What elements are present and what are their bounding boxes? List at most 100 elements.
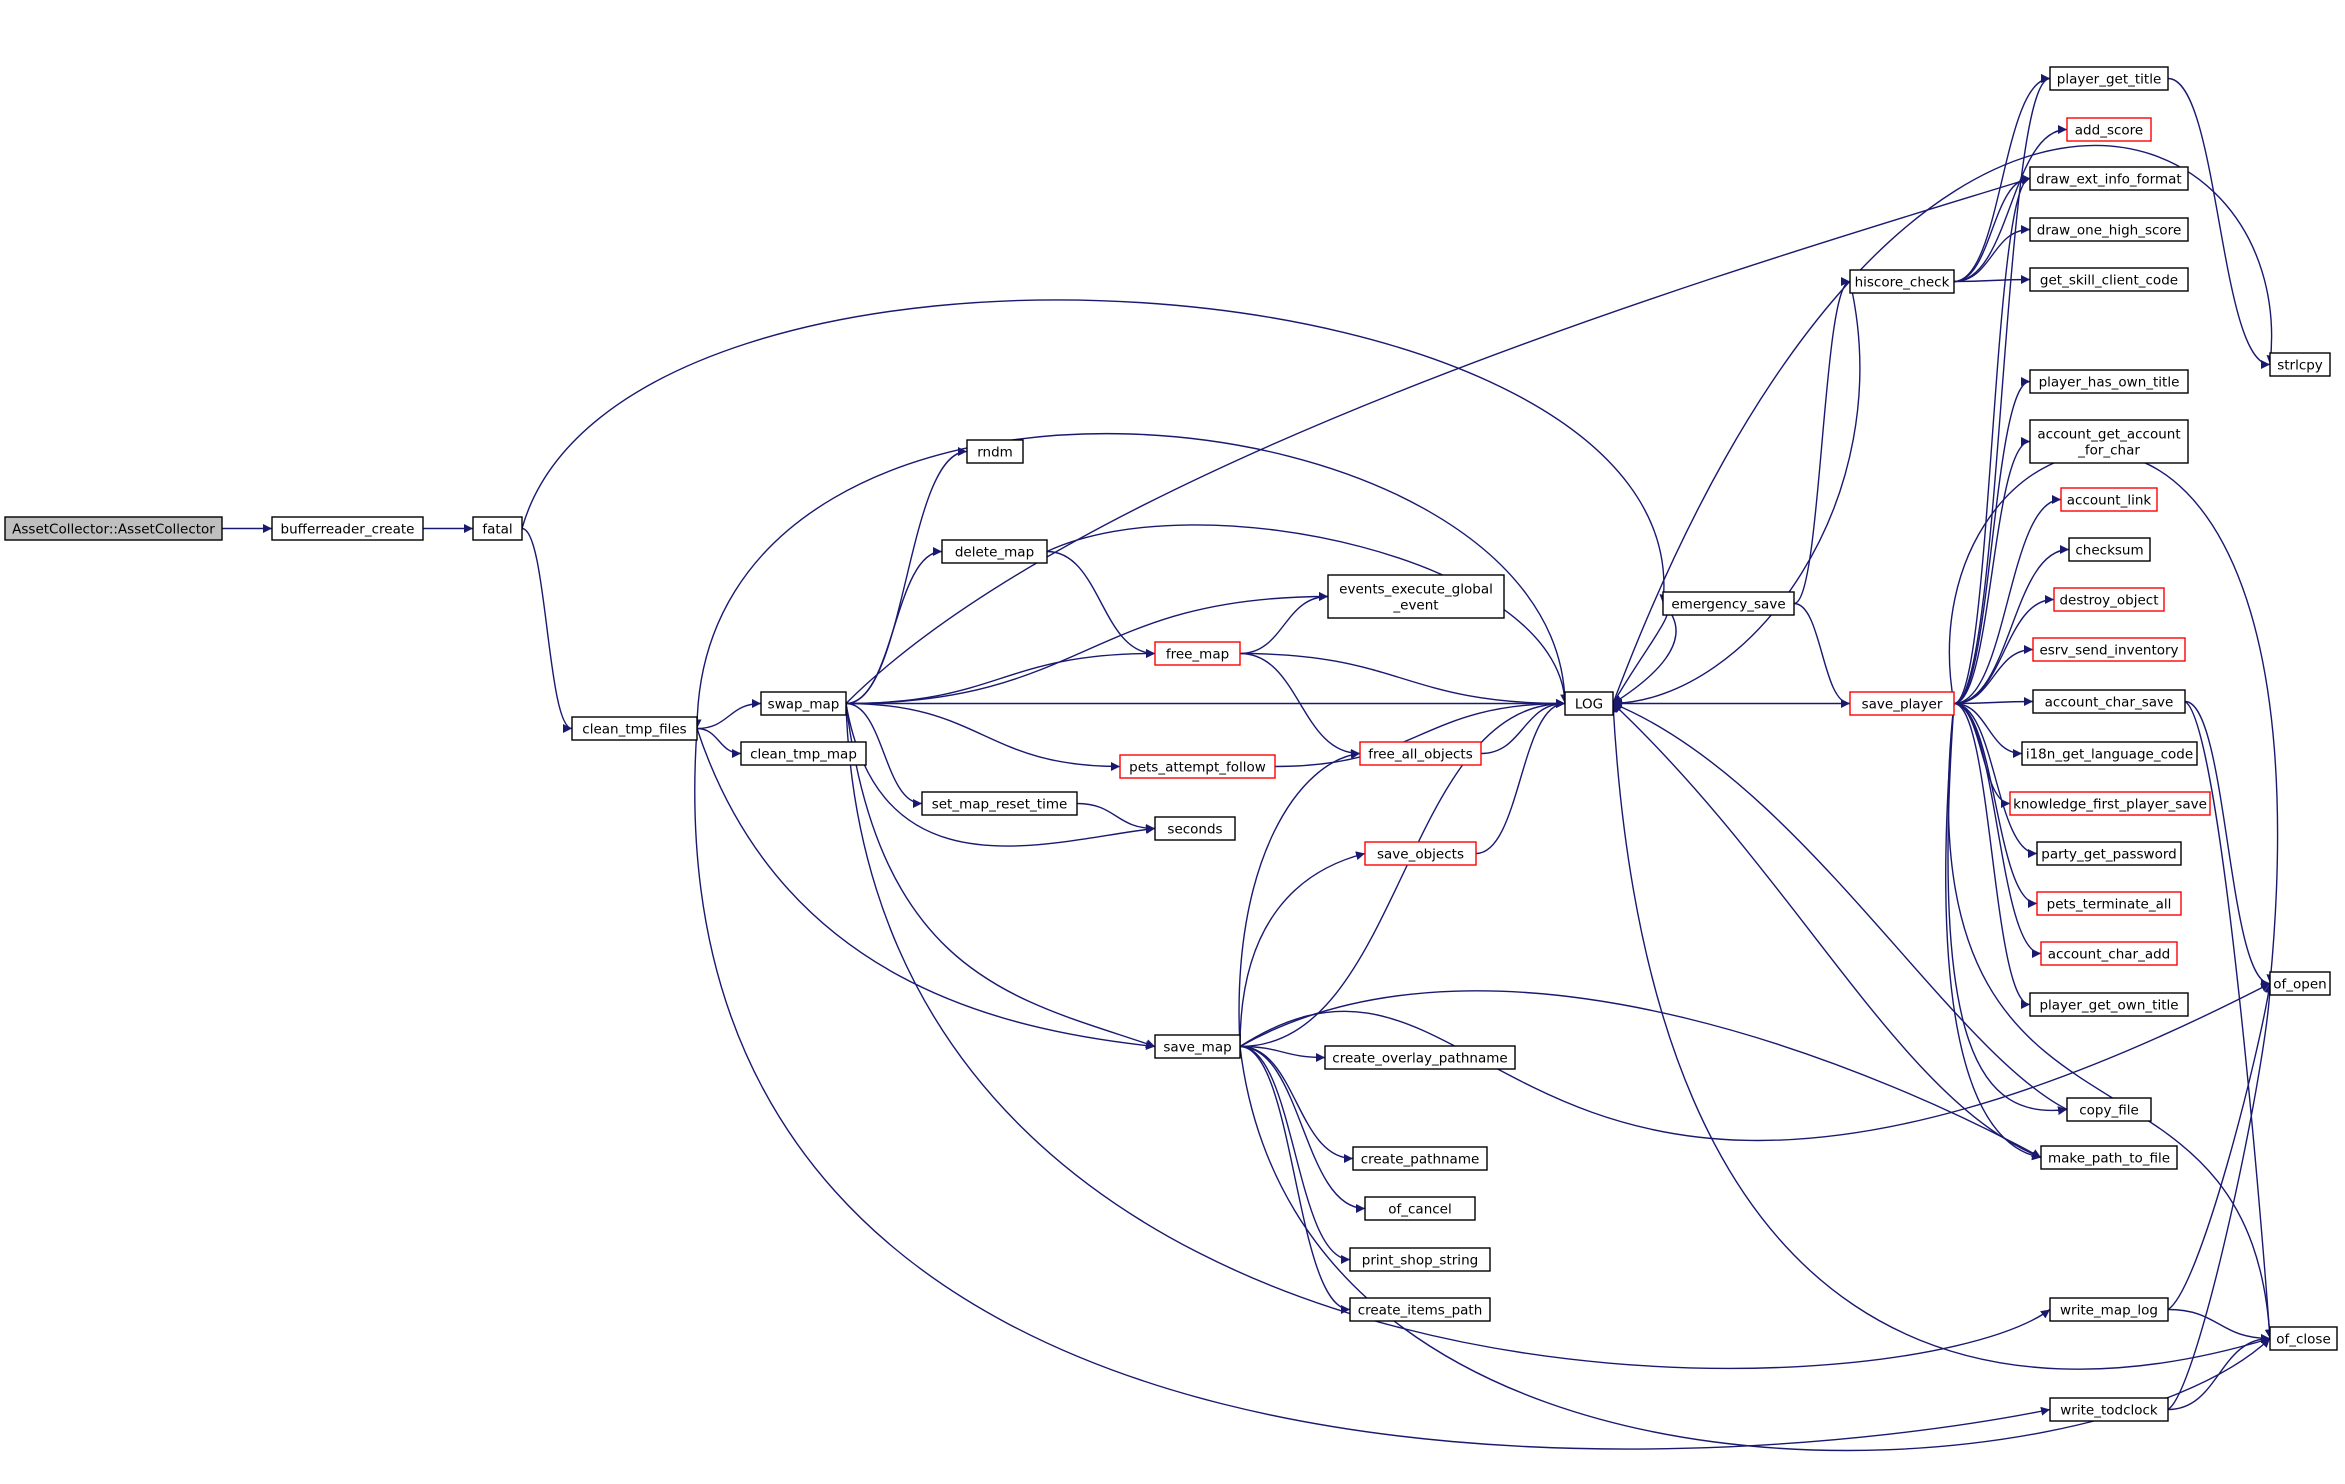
edge-path bbox=[1612, 702, 2068, 1111]
node-label: write_todclock bbox=[2060, 1403, 2158, 1419]
node-box bbox=[966, 439, 1024, 464]
edge-swap_map-to-write_map_log bbox=[845, 703, 2051, 1370]
node-label: swap_map bbox=[768, 697, 840, 713]
node-box bbox=[2049, 66, 2169, 91]
edge-delete_map-to-free_map bbox=[1046, 550, 1156, 658]
edge-swap_map-to-draw_ext_info_format bbox=[845, 176, 2031, 704]
edge-path bbox=[1239, 652, 1361, 758]
node-LOG[interactable]: LOG bbox=[1564, 691, 1614, 716]
node-label: get_skill_client_code bbox=[2040, 273, 2178, 289]
edge-path bbox=[1953, 645, 2034, 705]
edge-path bbox=[1945, 703, 2042, 1161]
node-destroy-object[interactable]: destroy_object bbox=[2053, 587, 2165, 612]
node-save-map[interactable]: save_map bbox=[1154, 1034, 1241, 1059]
node-account-char-add[interactable]: account_char_add bbox=[2040, 941, 2178, 966]
node-account-link[interactable]: account_link bbox=[2060, 487, 2158, 512]
node-box bbox=[760, 691, 847, 716]
edge-fatal-to-emergency_save bbox=[521, 299, 1669, 604]
node-account-char-save[interactable]: account_char_save bbox=[2032, 689, 2186, 714]
node-events-execute-global-event[interactable]: events_execute_global_event bbox=[1327, 574, 1505, 619]
edge-save_player-to-player_get_own_title bbox=[1953, 702, 2031, 1009]
node-box bbox=[2269, 352, 2331, 377]
edge-path bbox=[2167, 1334, 2271, 1411]
node-add-score[interactable]: add_score bbox=[2066, 117, 2152, 142]
node-esrv-send-inventory[interactable]: esrv_send_inventory bbox=[2032, 637, 2186, 662]
node-copy-file[interactable]: copy_file bbox=[2066, 1097, 2152, 1122]
edge-hiscore_check-to-get_skill_client_code bbox=[1953, 275, 2031, 285]
node-draw-ext-info-format[interactable]: draw_ext_info_format bbox=[2029, 166, 2189, 191]
node-create-items-path[interactable]: create_items_path bbox=[1349, 1297, 1491, 1322]
node-label: save_map bbox=[1163, 1040, 1231, 1056]
node-of-close[interactable]: of_close bbox=[2269, 1326, 2338, 1351]
node-box bbox=[2066, 1097, 2152, 1122]
node-checksum[interactable]: checksum bbox=[2068, 537, 2151, 562]
edge-save_map-to-save_objects bbox=[1239, 851, 1366, 1047]
node-seconds[interactable]: seconds bbox=[1154, 816, 1236, 841]
node-print-shop-string[interactable]: print_shop_string bbox=[1349, 1247, 1491, 1272]
node-of-cancel[interactable]: of_cancel bbox=[1364, 1196, 1476, 1221]
edge-hiscore_check-to-draw_ext_info_format bbox=[1953, 174, 2031, 283]
node-create-overlay-pathname[interactable]: create_overlay_pathname bbox=[1324, 1045, 1516, 1070]
node-label: account_char_add bbox=[2048, 947, 2171, 963]
edge-path bbox=[1953, 495, 2062, 705]
edge-path bbox=[1239, 990, 2042, 1159]
edge-path bbox=[1953, 125, 2068, 283]
node-write-map-log[interactable]: write_map_log bbox=[2049, 1297, 2169, 1322]
node-player-get-title[interactable]: player_get_title bbox=[2049, 66, 2169, 91]
edge-path bbox=[1609, 703, 2271, 1370]
node-box bbox=[2029, 369, 2189, 394]
edge-path bbox=[1239, 1045, 1351, 1264]
node-save-player[interactable]: save_player bbox=[1849, 691, 1955, 716]
node-label: knowledge_first_player_save bbox=[2013, 797, 2207, 813]
node-emergency-save[interactable]: emergency_save bbox=[1662, 591, 1795, 616]
node-bufferreader-create[interactable]: bufferreader_create bbox=[271, 516, 424, 541]
node-label: create_overlay_pathname bbox=[1332, 1051, 1507, 1067]
node-box bbox=[2049, 1297, 2169, 1322]
node-player-has-own-title[interactable]: player_has_own_title bbox=[2029, 369, 2189, 394]
node-player-get-own-title[interactable]: player_get_own_title bbox=[2029, 992, 2189, 1017]
node-swap-map[interactable]: swap_map bbox=[760, 691, 847, 716]
node-label: clean_tmp_map bbox=[750, 747, 857, 763]
node-pets-attempt-follow[interactable]: pets_attempt_follow bbox=[1119, 754, 1276, 779]
node-pets-terminate-all[interactable]: pets_terminate_all bbox=[2036, 891, 2182, 916]
node-account-get-account-for-char[interactable]: account_get_account_for_char bbox=[2029, 419, 2189, 464]
node-fatal[interactable]: fatal bbox=[472, 516, 523, 541]
node-box bbox=[1154, 641, 1241, 666]
node-write-todclock[interactable]: write_todclock bbox=[2049, 1397, 2169, 1422]
edge-swap_map-to-set_map_reset_time bbox=[845, 702, 923, 808]
node-assetcollector[interactable]: AssetCollector::AssetCollector bbox=[4, 516, 223, 541]
node-box bbox=[2269, 1326, 2338, 1351]
node-hiscore-check[interactable]: hiscore_check bbox=[1849, 269, 1955, 294]
edge-path bbox=[1612, 602, 1674, 704]
edge-swap_map-to-delete_map bbox=[845, 547, 943, 705]
edge-path bbox=[1947, 703, 2274, 1339]
edge-player_get_title-to-strlcpy bbox=[2167, 77, 2271, 369]
edge-hiscore_check-to-add_score bbox=[1953, 125, 2068, 283]
edge-path bbox=[2167, 983, 2275, 1411]
node-create-pathname[interactable]: create_pathname bbox=[1352, 1146, 1488, 1171]
node-draw-one-high-score[interactable]: draw_one_high_score bbox=[2029, 217, 2189, 242]
node-of-open[interactable]: of_open bbox=[2269, 971, 2331, 996]
edge-path bbox=[845, 703, 1156, 1048]
node-i18n-get-language-code[interactable]: i18n_get_language_code bbox=[2021, 741, 2198, 766]
node-label: checksum bbox=[2075, 543, 2143, 559]
edge-path bbox=[1480, 699, 1566, 755]
node-knowledge-first-player-save[interactable]: knowledge_first_player_save bbox=[2009, 791, 2211, 816]
node-rndm[interactable]: rndm bbox=[966, 439, 1024, 464]
node-delete-map[interactable]: delete_map bbox=[941, 539, 1048, 564]
node-clean-tmp-files[interactable]: clean_tmp_files bbox=[571, 716, 698, 741]
edge-save_map-to-create_overlay_pathname bbox=[1239, 1045, 1326, 1062]
edge-path bbox=[1239, 1045, 1366, 1213]
node-make-path-to-file[interactable]: make_path_to_file bbox=[2040, 1145, 2178, 1170]
node-strlcpy[interactable]: strlcpy bbox=[2269, 352, 2331, 377]
edge-write_todclock-to-of_close bbox=[2167, 1334, 2271, 1411]
node-free-map[interactable]: free_map bbox=[1154, 641, 1241, 666]
node-get-skill-client-code[interactable]: get_skill_client_code bbox=[2029, 267, 2189, 292]
node-label: save_objects bbox=[1377, 847, 1464, 863]
node-free-all-objects[interactable]: free_all_objects bbox=[1359, 741, 1482, 766]
node-party-get-password[interactable]: party_get_password bbox=[2036, 841, 2182, 866]
node-clean-tmp-map[interactable]: clean_tmp_map bbox=[740, 741, 867, 766]
node-set-map-reset-time[interactable]: set_map_reset_time bbox=[921, 791, 1078, 816]
edge-path bbox=[1953, 697, 2034, 707]
node-save-objects[interactable]: save_objects bbox=[1364, 841, 1477, 866]
